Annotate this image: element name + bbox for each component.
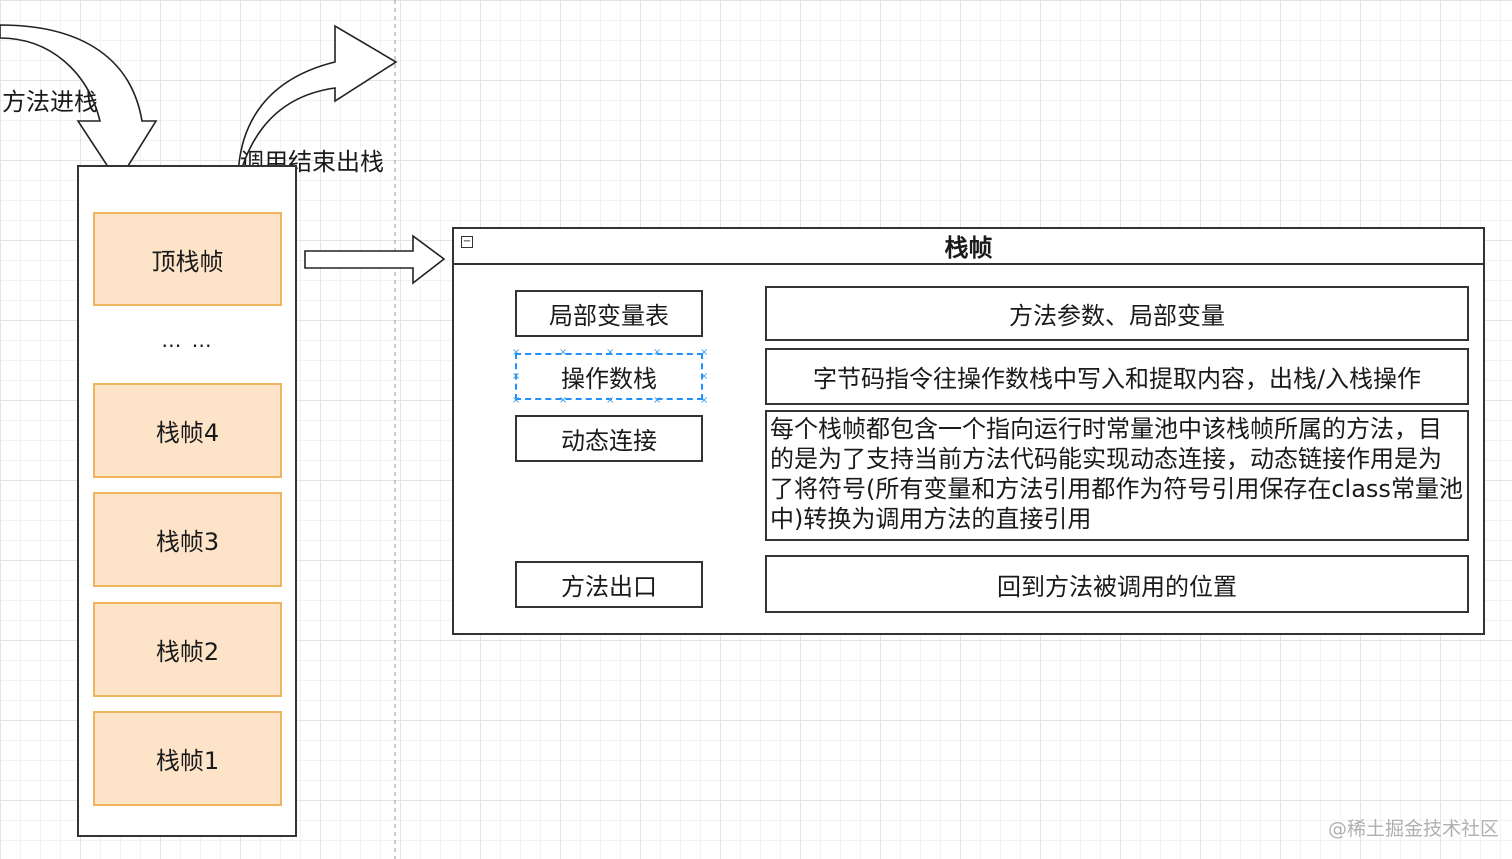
collapse-icon[interactable]: − — [461, 236, 473, 248]
selection-handle-icon[interactable]: × — [512, 347, 521, 358]
method-exit-desc[interactable]: 回到方法被调用的位置 — [765, 555, 1469, 613]
operand-stack-desc[interactable]: 字节码指令往操作数栈中写入和提取内容，出栈/入栈操作 — [765, 348, 1469, 405]
push-label: 方法进栈 — [2, 88, 98, 116]
selection-handle-icon[interactable]: × — [559, 347, 568, 358]
stack-frame-2[interactable]: 栈帧2 — [93, 602, 282, 697]
dynamic-linking-box[interactable]: 动态连接 — [515, 415, 703, 462]
selection-handle-icon[interactable]: × — [653, 347, 662, 358]
stack-to-panel-arrow-icon — [304, 234, 446, 285]
stack-frame-1[interactable]: 栈帧1 — [93, 711, 282, 806]
stack-frame-3[interactable]: 栈帧3 — [93, 492, 282, 587]
selection-handle-icon[interactable]: × — [512, 395, 521, 406]
top-stack-frame[interactable]: 顶栈帧 — [93, 212, 282, 306]
stack-frame-4[interactable]: 栈帧4 — [93, 383, 282, 478]
operand-stack-box[interactable]: 操作数栈 — [515, 353, 703, 400]
selection-handle-icon[interactable]: × — [700, 347, 709, 358]
local-variable-table-box[interactable]: 局部变量表 — [515, 290, 703, 337]
selection-handle-icon[interactable]: × — [512, 371, 521, 382]
selection-handle-icon[interactable]: × — [606, 347, 615, 358]
selection-handle-icon[interactable]: × — [700, 395, 709, 406]
method-exit-box[interactable]: 方法出口 — [515, 561, 703, 608]
push-curved-arrow-icon — [0, 24, 158, 184]
selection-handle-icon[interactable]: × — [606, 395, 615, 406]
pop-curved-arrow-icon — [237, 24, 398, 183]
stack-ellipsis: … … — [161, 328, 214, 352]
dynamic-linking-desc[interactable]: 每个栈帧都包含一个指向运行时常量池中该栈帧所属的方法，目的是为了支持当前方法代码… — [765, 410, 1469, 541]
panel-title: 栈帧 — [452, 227, 1485, 265]
local-variable-table-desc[interactable]: 方法参数、局部变量 — [765, 286, 1469, 341]
watermark: @稀土掘金技术社区 — [1328, 818, 1500, 840]
selection-handle-icon[interactable]: × — [653, 395, 662, 406]
selection-handle-icon[interactable]: × — [700, 371, 709, 382]
selection-handle-icon[interactable]: × — [559, 395, 568, 406]
